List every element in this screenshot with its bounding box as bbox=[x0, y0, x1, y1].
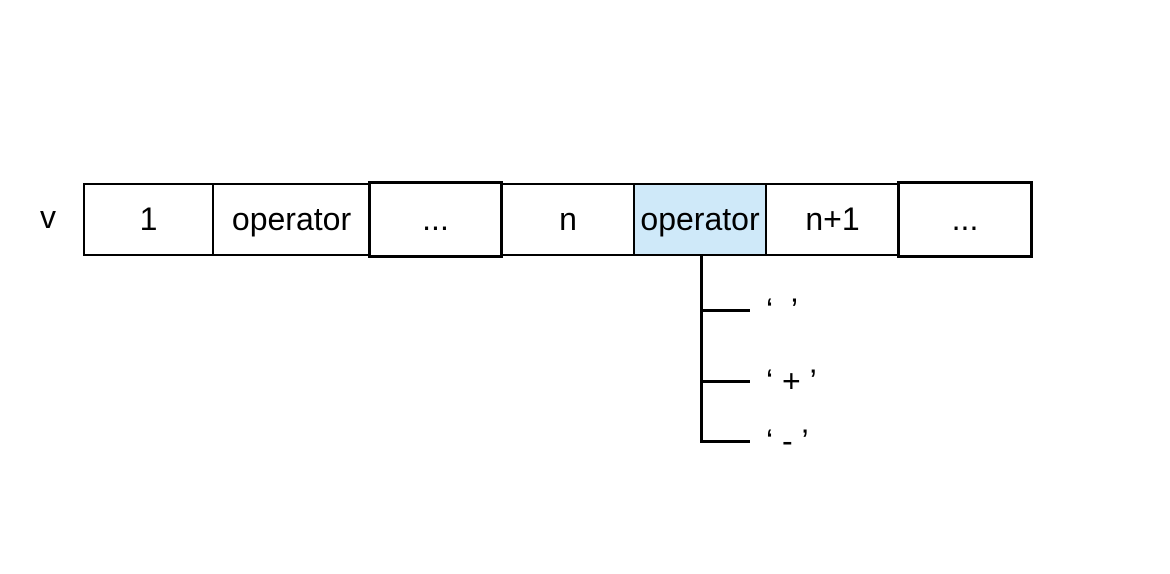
tree-branch-line-2 bbox=[701, 380, 750, 383]
array-cell-1: 1 bbox=[83, 183, 214, 256]
array-cell-label: 1 bbox=[139, 201, 158, 237]
array-cell-label: operator bbox=[640, 201, 760, 237]
array-cell-label: n+1 bbox=[805, 201, 860, 237]
array-cell-n: n bbox=[501, 183, 635, 256]
array-cell-label: ... bbox=[951, 201, 979, 237]
array-cell-operator-highlighted: operator bbox=[633, 183, 767, 256]
array-cell-operator: operator bbox=[212, 183, 371, 256]
array-cell-label: operator bbox=[231, 201, 352, 237]
array-name-label: v bbox=[40, 199, 56, 235]
tree-vertical-line bbox=[700, 254, 703, 443]
array-cell-ellipsis-2: ... bbox=[897, 181, 1033, 258]
array-row: 1 operator ... n operator n+1 ... bbox=[83, 181, 1033, 258]
operator-option-plus: ‘ + ’ bbox=[766, 363, 817, 399]
array-cell-label: n bbox=[559, 201, 577, 237]
tree-branch-line-3 bbox=[701, 440, 750, 443]
array-cell-label: ... bbox=[422, 201, 449, 237]
tree-branch-line-1 bbox=[701, 309, 750, 312]
array-cell-n-plus-1: n+1 bbox=[765, 183, 900, 256]
operator-option-space: ‘ ’ bbox=[766, 292, 798, 328]
operator-option-minus: ‘ - ’ bbox=[766, 423, 809, 459]
array-cell-ellipsis: ... bbox=[368, 181, 503, 258]
